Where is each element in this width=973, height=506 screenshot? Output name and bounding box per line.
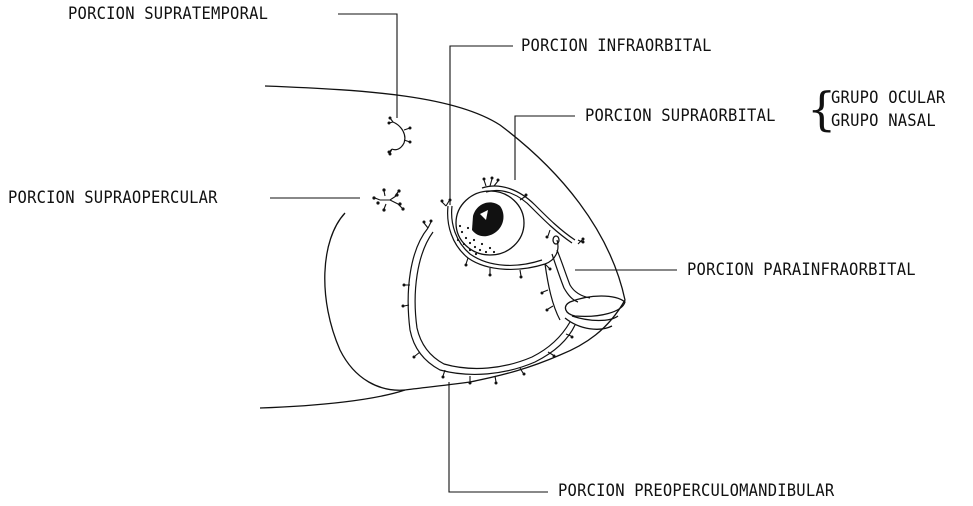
label-grupo-ocular: GRUPO OCULAR [831,88,945,107]
label-grupo-nasal: GRUPO NASAL [831,111,936,130]
leader-lines [270,14,677,492]
label-parainfraorbital: PORCION PARAINFRAORBITAL [687,260,916,279]
label-preoperculomandibular: PORCION PREOPERCULOMANDIBULAR [558,481,834,500]
label-supraopercular: PORCION SUPRAOPERCULAR [8,188,218,207]
label-supratemporal: PORCION SUPRATEMPORAL [68,4,268,23]
supraopercular-canal [372,188,404,211]
label-infraorbital: PORCION INFRAORBITAL [521,36,712,55]
mouth [565,296,625,329]
label-supraorbital: PORCION SUPRAORBITAL [585,106,776,125]
head-outline [260,86,625,408]
supratemporal-canal [388,117,412,156]
eye [456,191,524,255]
